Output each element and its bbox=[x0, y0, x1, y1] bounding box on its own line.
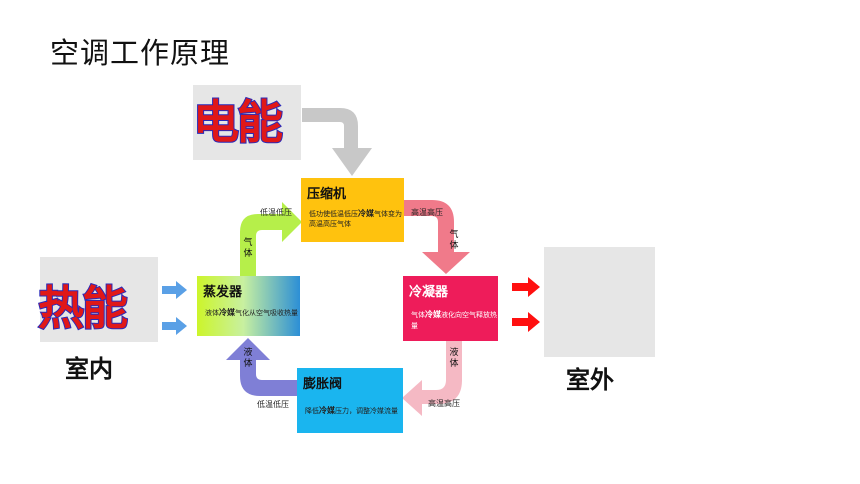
outdoor-box bbox=[544, 247, 655, 357]
electric-energy-label: 电能 bbox=[192, 94, 284, 150]
condenser-desc-a: 气体 bbox=[411, 311, 425, 319]
electric-input-arrow bbox=[302, 108, 372, 176]
expansion-desc-a: 降低 bbox=[305, 407, 319, 415]
release-arrow-2 bbox=[512, 312, 540, 332]
compressor-name: 压缩机 bbox=[307, 187, 347, 202]
bottom-right-state-label: 液体 bbox=[449, 348, 459, 369]
evaporator-name: 蒸发器 bbox=[203, 285, 243, 300]
compressor-node: 压缩机 低功使低温低压冷媒气体变为 高温高压气体 bbox=[301, 178, 404, 242]
evaporator-desc-c: 气化从空气吸收热量 bbox=[235, 309, 298, 317]
expansion-valve-name: 膨胀阀 bbox=[303, 377, 343, 392]
heat-arrow-2 bbox=[162, 317, 187, 335]
compressor-desc-b: 冷媒 bbox=[358, 209, 374, 218]
compressor-desc-line1: 低功使低温低压冷媒气体变为 bbox=[309, 208, 402, 220]
bottom-left-pressure-label: 低温低压 bbox=[257, 400, 289, 409]
comp-to-cond-arrow bbox=[404, 200, 470, 274]
top-left-state-label: 气体 bbox=[243, 238, 253, 259]
indoor-label: 室内 bbox=[65, 355, 113, 383]
top-right-pressure-label: 高温高压 bbox=[411, 208, 443, 217]
bottom-right-pressure-label: 高温高压 bbox=[428, 399, 460, 408]
evap-to-comp-arrow bbox=[240, 202, 302, 276]
top-right-state-label: 气体 bbox=[449, 230, 459, 251]
heat-arrow-1 bbox=[162, 281, 187, 299]
electric-energy-box bbox=[193, 85, 301, 160]
heat-energy-label: 热能 bbox=[37, 280, 129, 336]
heat-energy-box bbox=[40, 257, 158, 342]
evaporator-node: 蒸发器 液体冷媒气化从空气吸收热量 bbox=[197, 276, 300, 336]
exp-to-evap-arrow bbox=[226, 338, 297, 396]
expansion-valve-desc: 降低冷媒压力，调整冷媒流量 bbox=[305, 405, 398, 417]
top-left-pressure-label: 低温低压 bbox=[260, 208, 292, 217]
cond-to-exp-arrow bbox=[402, 341, 462, 416]
condenser-desc-b: 冷媒 bbox=[425, 310, 441, 319]
evaporator-desc: 液体冷媒气化从空气吸收热量 bbox=[205, 307, 298, 319]
page-title: 空调工作原理 bbox=[50, 36, 231, 70]
evaporator-desc-a: 液体 bbox=[205, 309, 219, 317]
expansion-valve-node: 膨胀阀 降低冷媒压力，调整冷媒流量 bbox=[297, 368, 403, 433]
bottom-left-state-label: 液体 bbox=[243, 348, 253, 369]
compressor-desc-line2: 高温高压气体 bbox=[309, 220, 351, 228]
condenser-desc-c: 液化向空气释放热量 bbox=[411, 311, 497, 330]
evaporator-desc-b: 冷媒 bbox=[219, 308, 235, 317]
expansion-desc-b: 冷媒 bbox=[319, 406, 335, 415]
condenser-desc: 气体冷媒液化向空气释放热量 bbox=[411, 309, 498, 332]
compressor-desc-c: 气体变为 bbox=[374, 210, 402, 218]
condenser-node: 冷凝器 气体冷媒液化向空气释放热量 bbox=[403, 276, 498, 341]
condenser-name: 冷凝器 bbox=[409, 285, 449, 300]
outdoor-label: 室外 bbox=[566, 366, 614, 394]
release-arrow-1 bbox=[512, 277, 540, 297]
compressor-desc-a: 低功使低温低压 bbox=[309, 210, 358, 218]
expansion-desc-c: 压力，调整冷媒流量 bbox=[335, 407, 398, 415]
